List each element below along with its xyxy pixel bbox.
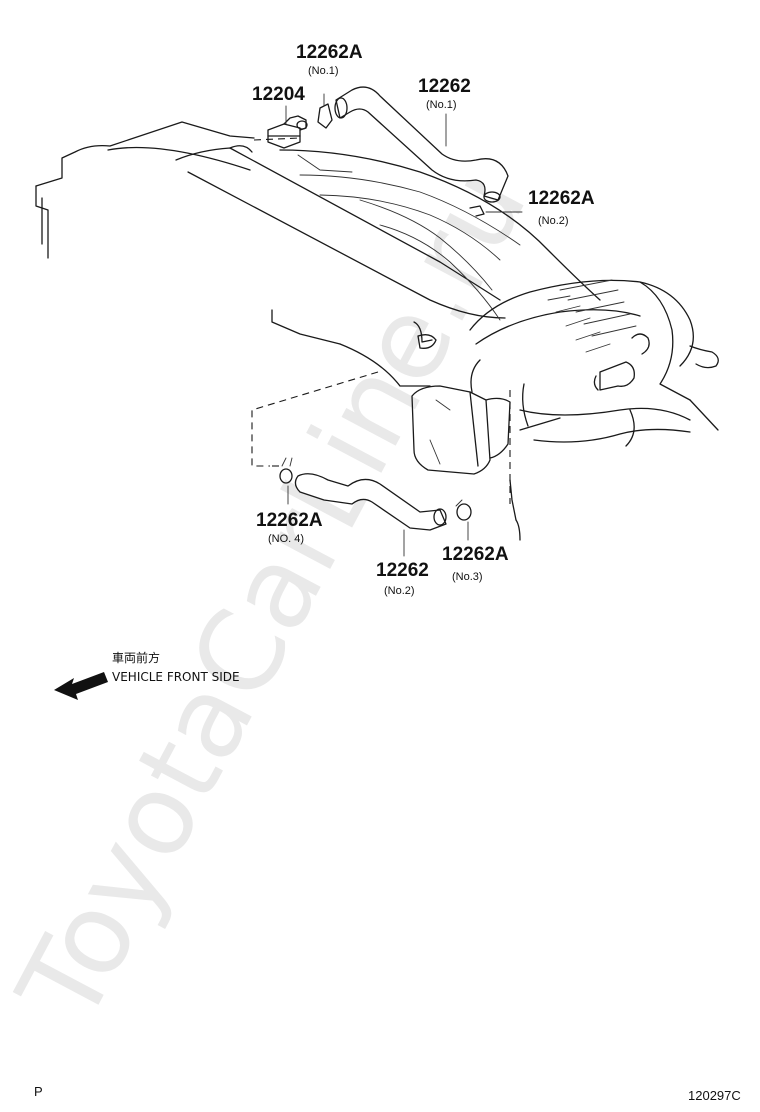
clip-no4-part [279, 457, 293, 484]
watermark: ToyotaCarLine.ru [0, 148, 552, 1044]
part-number-label: 12262A [296, 42, 363, 63]
direction-label-en: VEHICLE FRONT SIDE [112, 670, 240, 684]
figure-code: 120297C [688, 1088, 741, 1103]
part-sub-label: (No.2) [538, 215, 569, 227]
part-number-label: 12262A [442, 544, 509, 565]
part-number-label: 12262A [256, 510, 323, 531]
part-sub-label: (NO. 4) [268, 533, 304, 545]
hose-no2-part [294, 473, 447, 531]
arrow-left-icon [54, 672, 108, 700]
part-sub-label: (No.1) [308, 65, 339, 77]
clip-no1-part [317, 93, 333, 129]
part-number-label: 12204 [252, 84, 305, 105]
callout-12262a-no4: 12262A (NO. 4) [256, 510, 323, 545]
clip-no2-part [469, 205, 523, 217]
callout-12262-no1: 12262 (No.1) [418, 76, 471, 111]
part-sub-label: (No.1) [426, 99, 457, 111]
page-code-left: P [34, 1084, 43, 1099]
direction-label-jp: 車両前方 [112, 650, 160, 665]
part-sub-label: (No.3) [452, 571, 483, 583]
callout-12262a-no1: 12262A (No.1) [296, 42, 363, 77]
callout-12262-no2: 12262 (No.2) [376, 560, 429, 597]
engine-block-drawing [35, 121, 719, 541]
part-number-label: 12262 [418, 76, 471, 97]
part-sub-label: (No.2) [384, 585, 415, 597]
vehicle-front-indicator: 車両前方 VEHICLE FRONT SIDE [54, 650, 240, 700]
callout-12204: 12204 [252, 84, 305, 105]
part-number-label: 12262 [376, 560, 429, 581]
hose-no1-part [335, 86, 509, 201]
callout-12262a-no2: 12262A (No.2) [528, 188, 595, 227]
pcv-valve-part [267, 115, 308, 149]
leader-lines [285, 105, 469, 557]
callout-12262a-no3: 12262A (No.3) [442, 544, 509, 583]
clip-no3-part [455, 499, 472, 521]
part-number-label: 12262A [528, 188, 595, 209]
block-dashed-outline [251, 137, 511, 504]
